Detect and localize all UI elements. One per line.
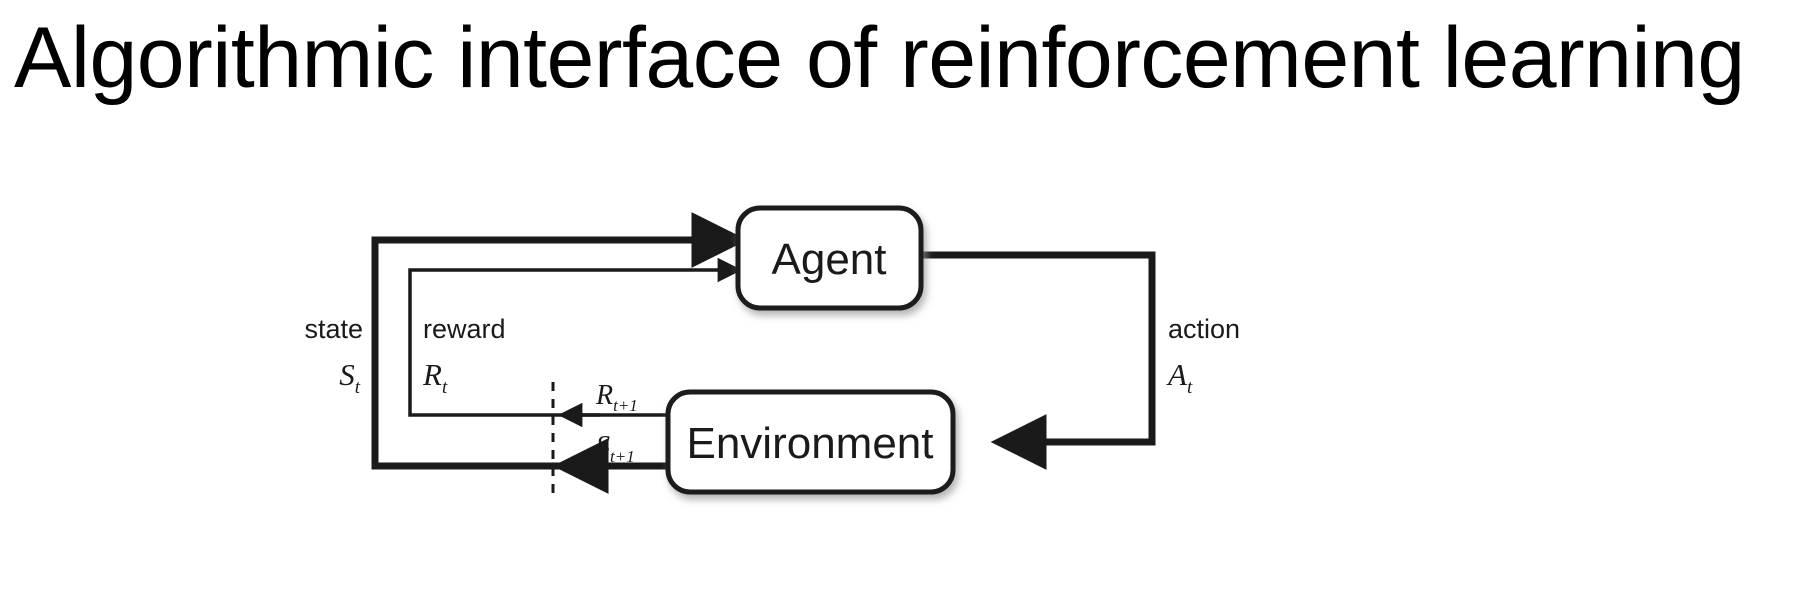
- action-subscript: t: [1187, 377, 1193, 398]
- reward-edge: [408, 257, 743, 417]
- rl-diagram-container: Agent Environment state St reward Rt: [0, 170, 1820, 590]
- reward-symbol-group: Rt: [422, 357, 448, 398]
- state-symbol-group: St: [339, 357, 361, 398]
- environment-label: Environment: [686, 419, 933, 468]
- state-word: state: [304, 314, 363, 344]
- label-reward: reward Rt: [422, 314, 506, 398]
- state-symbol: S: [339, 357, 355, 392]
- next-state-symbol-group: St+1: [596, 431, 635, 466]
- next-state-subscript: t+1: [610, 447, 635, 466]
- label-action: action At: [1166, 314, 1240, 398]
- node-agent[interactable]: Agent: [735, 205, 924, 311]
- next-state-symbol: S: [596, 431, 610, 462]
- next-reward-symbol-group: Rt+1: [595, 380, 638, 415]
- action-word: action: [1168, 314, 1240, 344]
- agent-box[interactable]: [735, 205, 924, 311]
- reward-symbol: R: [422, 357, 442, 392]
- agent-label: Agent: [772, 235, 887, 284]
- action-edge: [921, 251, 1156, 470]
- environment-box[interactable]: [665, 389, 956, 495]
- node-environment[interactable]: Environment: [665, 389, 956, 495]
- reward-subscript: t: [442, 377, 448, 398]
- label-next-state: St+1: [596, 431, 635, 466]
- action-symbol: A: [1166, 357, 1188, 392]
- state-edge: [371, 212, 748, 470]
- label-next-reward: Rt+1: [595, 380, 638, 415]
- page-title: Algorithmic interface of reinforcement l…: [14, 10, 1745, 106]
- next-reward-subscript: t+1: [613, 396, 638, 415]
- action-symbol-group: At: [1166, 357, 1193, 398]
- next-reward-symbol: R: [595, 380, 613, 411]
- label-state: state St: [304, 314, 363, 398]
- reward-word: reward: [423, 314, 506, 344]
- state-subscript: t: [355, 377, 361, 398]
- agent-environment-loop-svg: Agent Environment state St reward Rt: [304, 205, 1240, 500]
